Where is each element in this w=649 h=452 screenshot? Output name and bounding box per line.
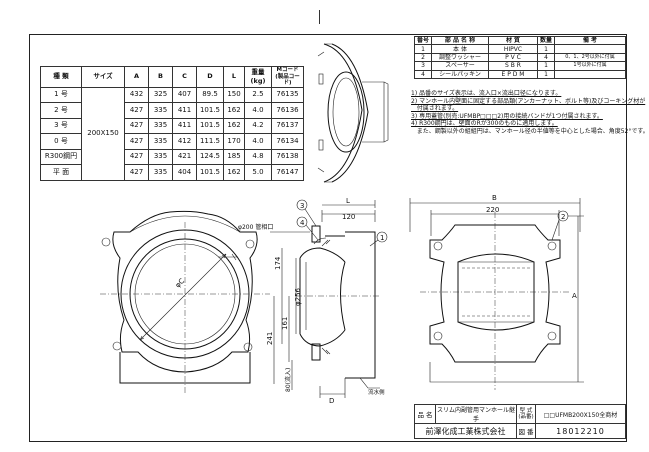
- callout-2: 2: [561, 213, 565, 221]
- spec-size: 200X150: [81, 86, 125, 181]
- dim-L: L: [346, 197, 350, 205]
- note-line: 2) マンホール内壁面に固定する部品類(アンカーナット、ボルト等)及びコーキング…: [411, 97, 646, 105]
- spec-code: 76135: [271, 86, 304, 103]
- dim-phiC: φC: [174, 277, 186, 289]
- spec-code: 76147: [271, 164, 304, 181]
- dim-D: D: [329, 397, 334, 405]
- dim-161: 161: [281, 317, 289, 330]
- note-line: 1) 品番のサイズ表示は、流入口×流出口径になります。: [411, 90, 562, 97]
- header-weight: 重量(kg): [244, 66, 272, 88]
- title-model: □□UFMB200X150全商材: [535, 404, 626, 424]
- drawing-frame: [29, 34, 627, 442]
- dim-A: A: [572, 292, 577, 300]
- callout-4: 4: [300, 219, 305, 227]
- header-B: B: [148, 66, 173, 88]
- note-line: 3) 専用蓋管(別売:UFMBP□□□2)用の接続バンドが1つ付属されます。: [411, 112, 603, 120]
- callout-1: 1: [380, 234, 384, 242]
- title-drawno-label: 図 番: [516, 423, 536, 439]
- title-name: スリム内副管用マンホール継手: [435, 404, 517, 424]
- note-line: また、鋼製以外の組組円は、マンホール径の半値等を中心とした場合、角度52°です。: [411, 127, 649, 135]
- flow-label: 流水側: [368, 388, 385, 396]
- title-name-label: 品 名: [414, 404, 436, 424]
- dim-B: B: [492, 194, 497, 202]
- spec-kind: 平 面: [40, 164, 82, 181]
- spec-table: 種 類 サイズ A B C D L 重量(kg) Mコード (製品コード) 1 …: [40, 66, 304, 181]
- spec-C: 404: [172, 164, 197, 181]
- title-drawno: 18012210: [535, 423, 626, 439]
- profile-view: [317, 43, 389, 183]
- spec-table-header: 種 類 サイズ A B C D L 重量(kg) Mコード (製品コード): [40, 66, 304, 88]
- dim-phi200: φ200 管相口: [238, 223, 273, 231]
- header-L: L: [223, 66, 245, 88]
- title-block: 品 名 スリム内副管用マンホール継手 型 式 (品番) □□UFMB200X15…: [414, 404, 626, 439]
- back-view: B 220 A 2: [409, 194, 584, 390]
- front-view: φC: [100, 210, 270, 394]
- title-company: 前澤化成工業株式会社: [414, 423, 517, 439]
- dim-phi256: φ256: [294, 287, 302, 306]
- dim-220: 220: [486, 206, 499, 214]
- dim-80: 80(流入): [284, 368, 292, 392]
- dim-174: 174: [274, 256, 282, 270]
- note-line: 付属されます。: [411, 105, 459, 112]
- notes: 1) 品番のサイズ表示は、流入口×流出口径になります。2) マンホール内壁面に固…: [411, 90, 649, 135]
- callout-3: 3: [300, 202, 304, 210]
- dim-241: 241: [266, 332, 274, 345]
- spec-code: 76134: [271, 133, 304, 150]
- dim-120: 120: [342, 213, 355, 221]
- section-view: 120 L 174 161 φ256 241 80(流入) D φ200 管相口…: [238, 197, 388, 405]
- header-code: Mコード (製品コード): [271, 66, 304, 88]
- title-model-label: 型 式 (品番): [516, 404, 536, 424]
- parts-note: [554, 69, 626, 79]
- note-line: 4) R300鋼円は、壁面のRが300のものに適用します。: [411, 120, 558, 127]
- center-mark: [319, 10, 320, 24]
